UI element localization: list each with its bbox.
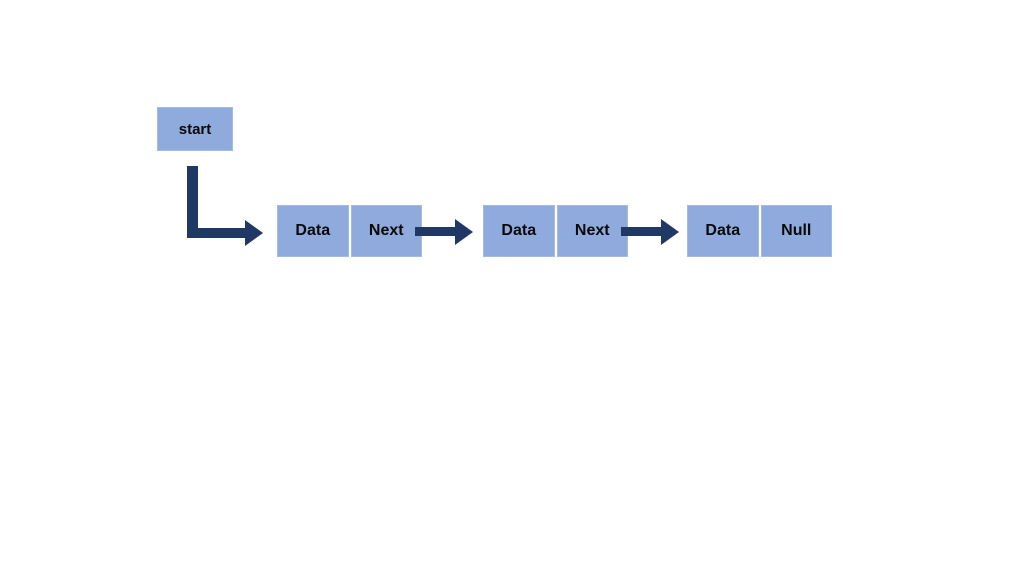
link-arrow-2-shaft (621, 227, 661, 236)
node-2-data-cell: Data (483, 205, 555, 257)
node-3-null-cell: Null (760, 205, 832, 257)
list-node-1: Data Next (277, 205, 422, 257)
node-3-null-label: Null (781, 222, 812, 239)
node-3-data-cell: Data (687, 205, 759, 257)
link-arrow-2-head-icon (661, 219, 679, 245)
node-2-next-label: Next (574, 222, 610, 239)
start-arrow-vertical-segment (187, 166, 198, 238)
node-2-next-cell: Next (556, 205, 628, 257)
node-2-data-label: Data (501, 222, 537, 239)
list-node-2: Data Next (483, 205, 628, 257)
start-box: start (157, 107, 233, 151)
node-1-data-label: Data (295, 222, 331, 239)
node-1-data-cell: Data (277, 205, 349, 257)
node-1-next-cell: Next (350, 205, 422, 257)
link-arrow-1-shaft (415, 227, 455, 236)
list-node-3: Data Null (687, 205, 832, 257)
start-arrow-head-icon (245, 220, 263, 246)
node-1-next-label: Next (368, 222, 404, 239)
start-box-label: start (178, 120, 212, 138)
node-3-data-label: Data (705, 222, 741, 239)
start-arrow-horizontal-segment (187, 228, 245, 238)
link-arrow-1-head-icon (455, 219, 473, 245)
